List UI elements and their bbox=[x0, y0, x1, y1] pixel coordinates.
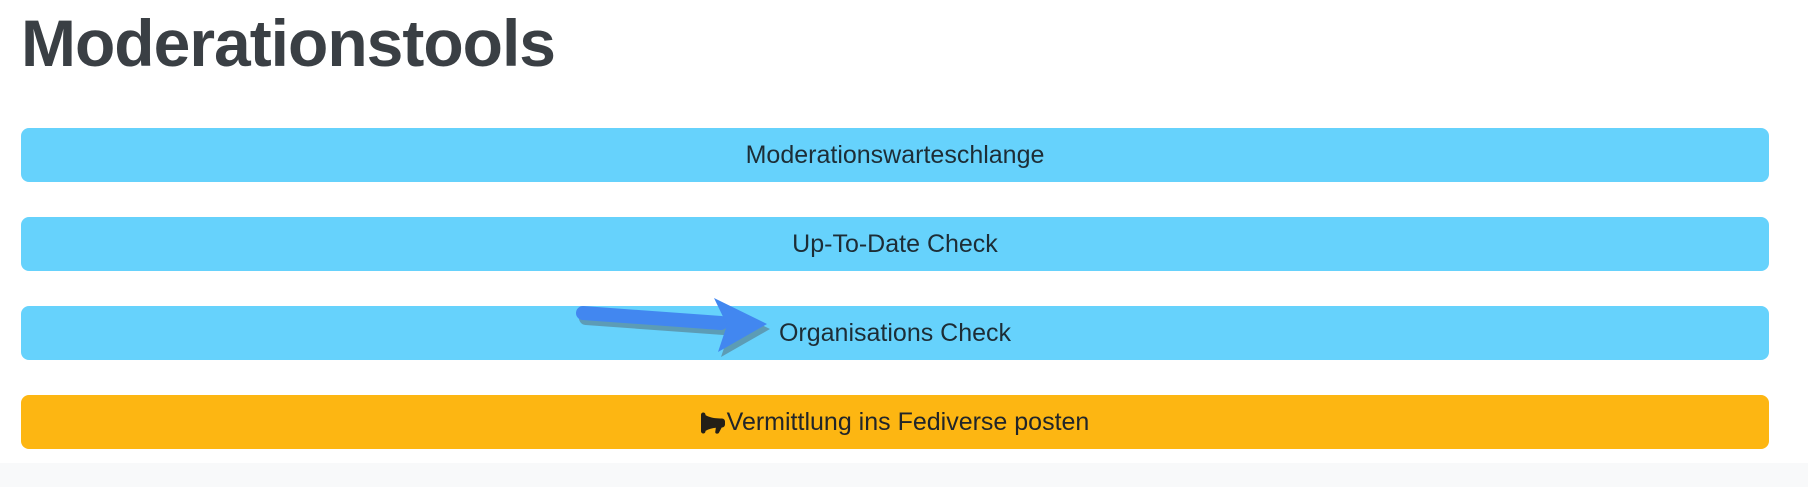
organisations-check-button-label: Organisations Check bbox=[778, 318, 1012, 347]
footer-strip bbox=[0, 463, 1808, 487]
post-to-fediverse-button-label: Vermittlung ins Fediverse posten bbox=[726, 407, 1090, 436]
up-to-date-check-button[interactable]: Up-To-Date Check bbox=[21, 217, 1769, 271]
page-title: Moderationstools bbox=[21, 6, 556, 80]
moderation-queue-button[interactable]: Moderationswarteschlange bbox=[21, 128, 1769, 182]
moderation-queue-button-label: Moderationswarteschlange bbox=[745, 140, 1045, 169]
megaphone-icon bbox=[700, 411, 725, 435]
organisations-check-button[interactable]: Organisations Check bbox=[21, 306, 1769, 360]
post-to-fediverse-button[interactable]: Vermittlung ins Fediverse posten bbox=[21, 395, 1769, 449]
up-to-date-check-button-label: Up-To-Date Check bbox=[792, 229, 998, 258]
